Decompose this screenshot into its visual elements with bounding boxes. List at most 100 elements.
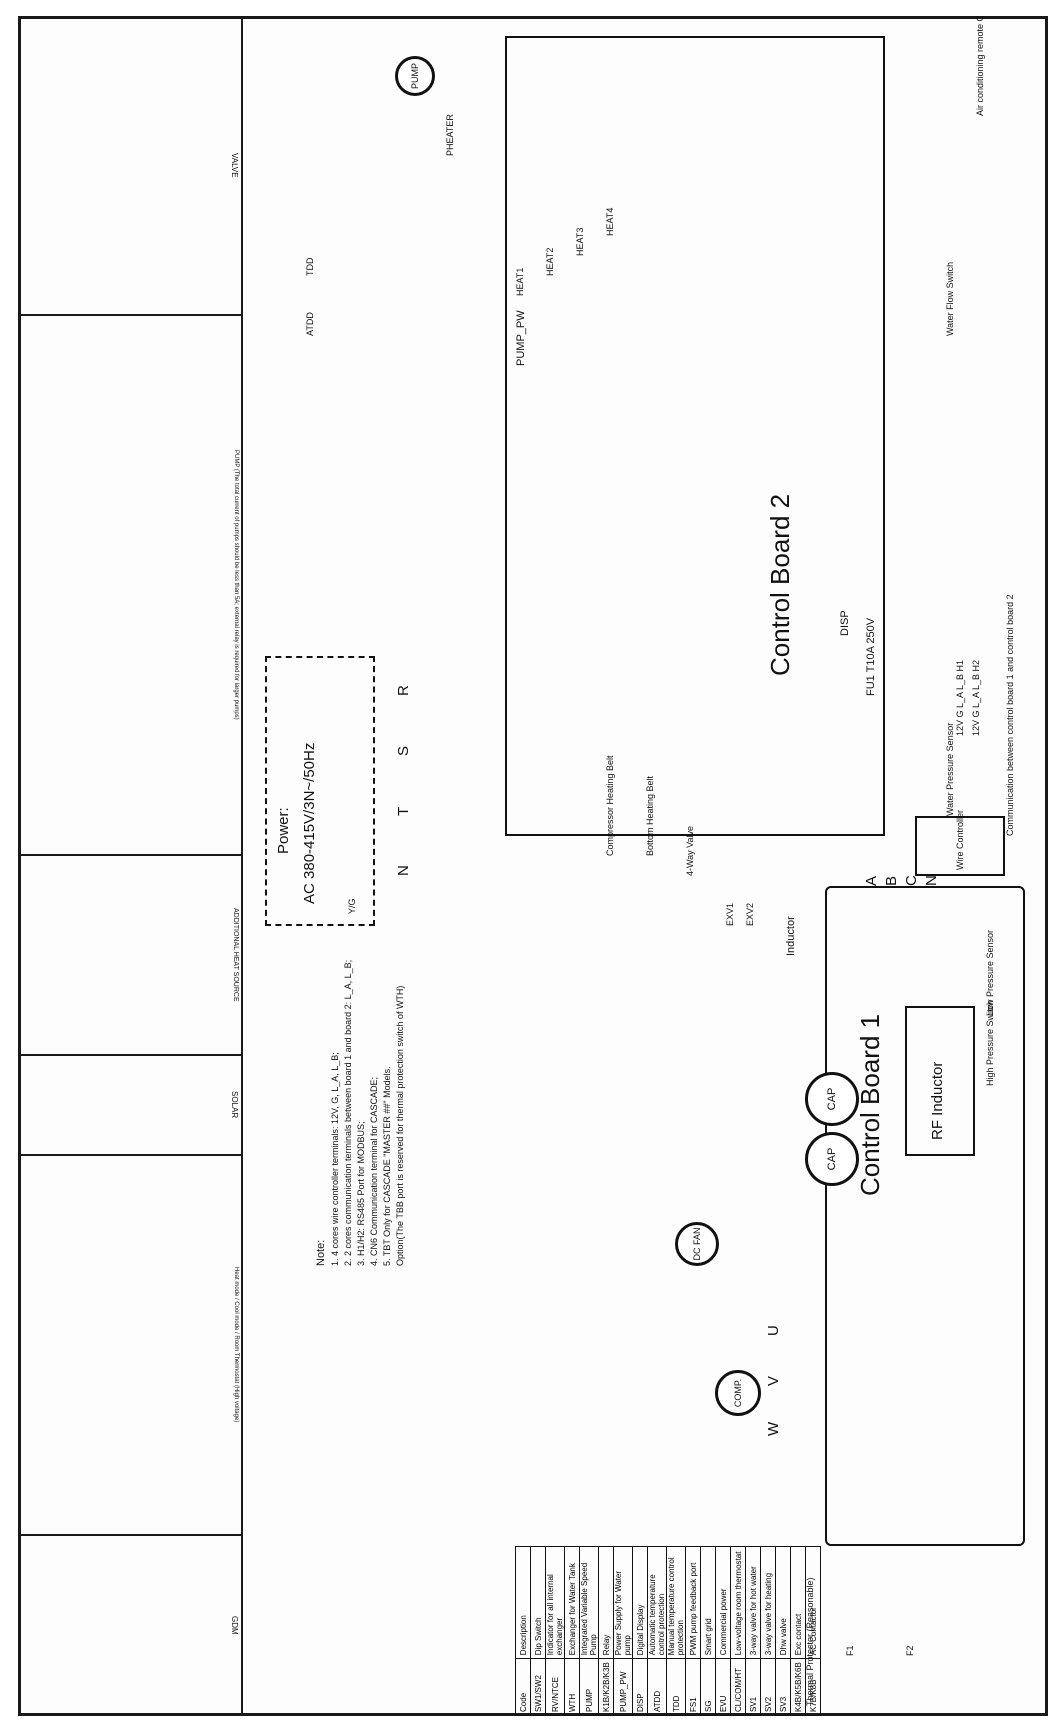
atdd-label: ATDD [305, 312, 315, 336]
pump-section-label: PUMP (The total current of pumps should … [233, 450, 239, 720]
power-label: Power: [275, 807, 292, 854]
legend-cell: K1B/K2B/K3B [598, 1658, 614, 1716]
legend-cell: Exc contact [790, 1546, 806, 1659]
heat2-label: HEAT2 [545, 247, 555, 276]
wire-controller-label: Wire Controller [955, 809, 965, 870]
notes-line-4: 4. CN6 Communication terminal for CASCAD… [369, 1076, 379, 1266]
power-ground: Y/G [347, 898, 357, 914]
legend-cell: DISP [632, 1658, 648, 1716]
notes-line-3: 3. H1/H2: RS485 Port for MODBUS; [356, 1121, 366, 1266]
heat-source-section-label: ADDITIONAL HEAT SOURCE [232, 908, 239, 1002]
board1-terminal-b: B [883, 875, 900, 886]
capacitor-2-label: CAP [826, 1087, 838, 1111]
compressor-label: COMP. [733, 1378, 743, 1408]
diagram-frame [18, 16, 1048, 1716]
dc-fan-label: DC FAN [692, 1227, 702, 1261]
legend-cell: FS1 [685, 1658, 701, 1716]
legend-cell: 3-way valve for heating [760, 1546, 776, 1659]
terminal-w: W [765, 1421, 782, 1436]
inductor-label: Inductor [785, 916, 797, 956]
terminal-v: V [765, 1375, 782, 1386]
dc-fan: DC FAN [675, 1222, 719, 1266]
exv2-label: EXV2 [745, 902, 755, 926]
exv1-label: EXV1 [725, 902, 735, 926]
legend-cell: PUMP [579, 1658, 599, 1716]
power-terminal-r: R [395, 685, 412, 696]
legend-cell: Low-voltage room thermostat [730, 1546, 746, 1659]
power-box: Power: AC 380-415V/3N~/50Hz Y/G [265, 656, 375, 926]
solar-section: SOLAR [18, 1056, 241, 1156]
pump-label: PUMP [410, 63, 420, 90]
display-label: DISP [839, 610, 851, 636]
water-flow-switch: Water Flow Switch [945, 261, 955, 336]
legend-header-cell: Code [515, 1658, 531, 1716]
legend-header-cell: Description [515, 1546, 531, 1659]
pump-section: PUMP (The total current of pumps should … [18, 316, 241, 856]
valve-section-label: VALVE [230, 152, 239, 178]
communication-label: Communication between control board 1 an… [1005, 594, 1015, 836]
power-terminal-t: T [395, 806, 412, 816]
board1-terminal-c: C [903, 875, 920, 886]
capacitor-1-label: CAP [826, 1147, 838, 1171]
fuse-label: FU1 T10A 250V [865, 617, 877, 696]
capacitor-1: CAP [805, 1132, 859, 1186]
compressor-heating-label: Compressor Heating Belt [605, 755, 615, 856]
notes-line-5: 5. TBT Only for CASCADE "MASTER ##" Mode… [382, 1066, 392, 1266]
pheater-label: PHEATER [445, 114, 455, 156]
legend-cell: CL/COM/HT [730, 1658, 746, 1716]
notes-heading: Note: [315, 1239, 327, 1266]
compressor-motor: COMP. [715, 1370, 761, 1416]
heat-source-section: ADDITIONAL HEAT SOURCE [18, 856, 241, 1056]
legend-cell: Dhw valve [775, 1546, 791, 1659]
heat1-label: HEAT1 [515, 267, 525, 296]
legend-cell: SW1/SW2 [530, 1658, 546, 1716]
legend-cell: Power Supply for Water pump [613, 1546, 633, 1659]
legend-cell: 3-way valve for hot water [745, 1546, 761, 1659]
terminal-u: U [765, 1325, 782, 1336]
water-pressure-sensor: Water Pressure Sensor [945, 722, 955, 816]
main-diagram-area: Control Board 1 RF Inductor CAP CAP U V … [245, 16, 1048, 1716]
notes-line-6: Option(The TBB port is reserved for ther… [395, 985, 405, 1266]
control-board-1 [825, 886, 1025, 1546]
lp-sensor-label: Low Pressure Sensor [985, 929, 995, 1016]
board1-terminal-n: N [923, 875, 940, 886]
rf-inductor-label: RF Inductor [929, 1061, 946, 1140]
control-board-1-label: Control Board 1 [855, 1013, 885, 1196]
rf-inductor: RF Inductor [905, 1006, 975, 1156]
legend-cell: PWM pump feedback port [685, 1546, 701, 1659]
pump-pw-label: PUMP_PW [515, 310, 527, 366]
thermostat-section-label: Heat mode / Cool mode / Room Thermostat … [233, 1267, 239, 1423]
legend-cell: ATDD [647, 1658, 667, 1716]
legend-cell: Integrated Variable Speed Pump [579, 1546, 599, 1659]
gdm-section: GDM [18, 1536, 241, 1714]
pump-motor: PUMP [395, 56, 435, 96]
legend-cell: Digital Display [632, 1546, 648, 1659]
legend-cell: Indicator for all internal exchanger [545, 1546, 565, 1659]
four-way-label: 4-Way Valve [685, 825, 695, 876]
f1-label: F1 [845, 1645, 855, 1656]
legend-cell: SG [700, 1658, 716, 1716]
legend-cell: Commercial power [715, 1546, 731, 1659]
board1-terminal-a: A [863, 875, 880, 886]
f2-label: F2 [905, 1645, 915, 1656]
bus-line-2: 12V G L_A L_B H2 [971, 659, 981, 736]
control-board-2-label: Control Board 2 [765, 493, 795, 676]
air-cond-label: Air conditioning remote Control switch [975, 16, 985, 116]
